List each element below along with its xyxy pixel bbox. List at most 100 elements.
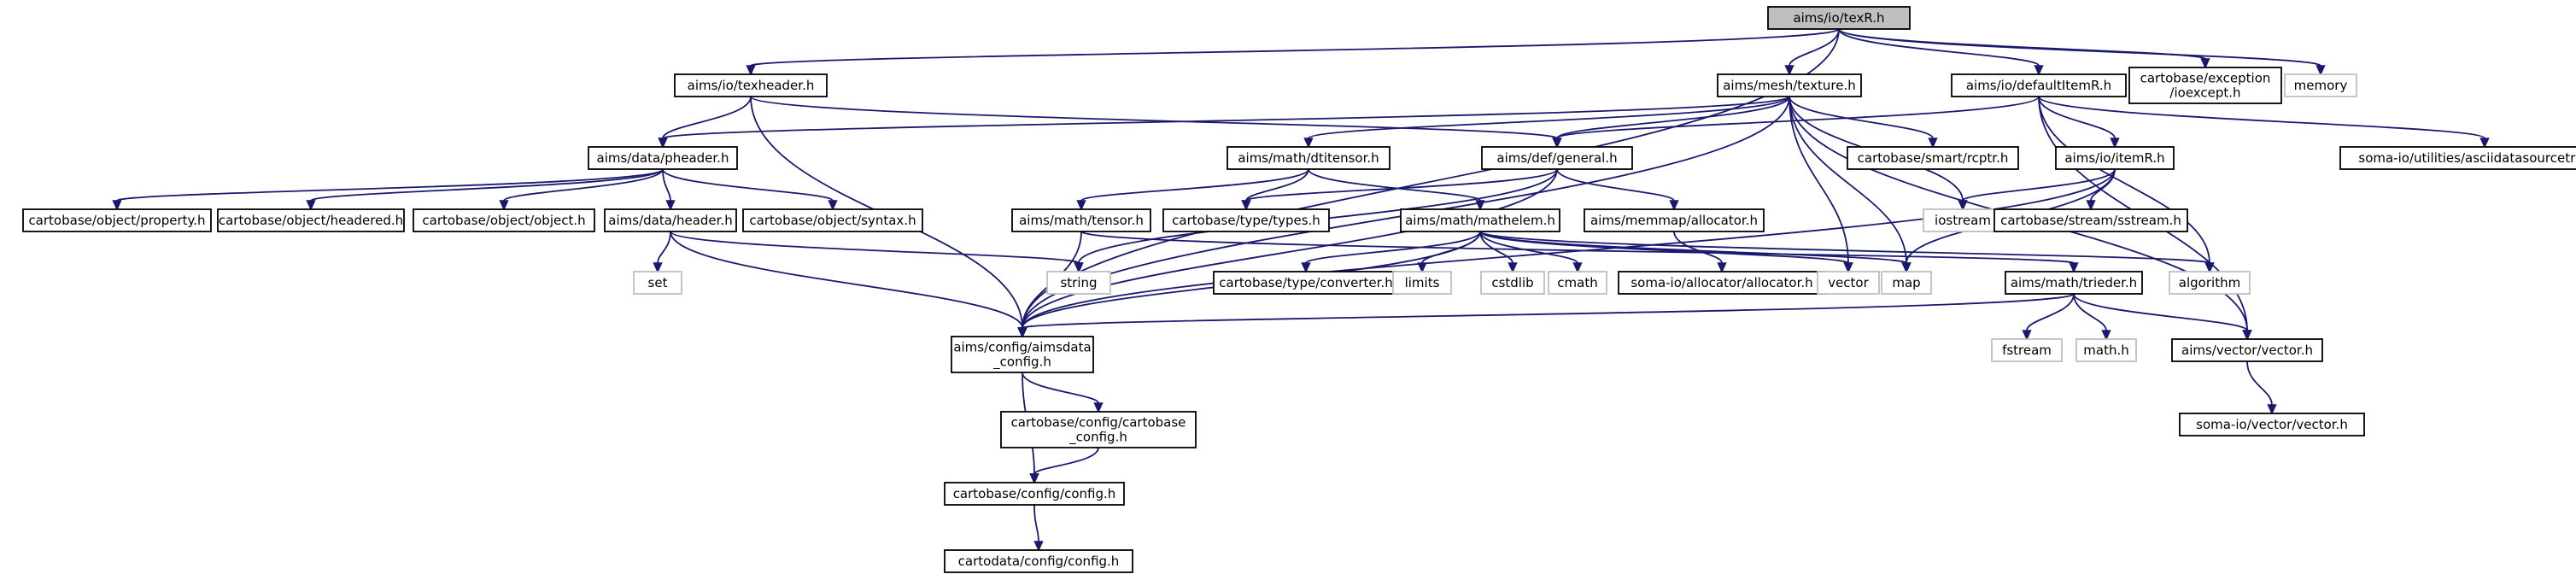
- node-allocator[interactable]: aims/memmap/allocator.h: [1584, 208, 1765, 232]
- node-label: fstream: [2002, 343, 2052, 358]
- node-box: [1618, 271, 1826, 295]
- node-box: [1881, 271, 1932, 295]
- node-mathelem[interactable]: aims/math/mathelem.h: [1400, 208, 1560, 232]
- node-types[interactable]: cartobase/type/types.h: [1162, 208, 1330, 232]
- edge-tensor-to-trieder: [1080, 231, 2079, 273]
- node-label: cartobase/object/headered.h: [219, 213, 403, 228]
- node-iostream: iostream: [1923, 208, 2003, 232]
- node-texture[interactable]: aims/mesh/texture.h: [1717, 73, 1862, 97]
- node-label: soma-io/utilities/asciidatasourcetraits.…: [2358, 150, 2576, 166]
- node-set: set: [633, 271, 682, 295]
- edge-defaultitemr-to-general: [1552, 96, 2040, 149]
- node-label: aims/data/pheader.h: [597, 150, 729, 166]
- arrowhead-icon: [1843, 262, 1853, 273]
- node-aimsdata-config[interactable]: aims/config/aimsdata_config.h: [951, 336, 1094, 373]
- edge-mathelem-to-cmath: [1479, 231, 1583, 273]
- arrowhead-icon: [2101, 330, 2111, 341]
- edge-aimsdata-config-to-cb-config: [1022, 372, 1104, 413]
- arrowhead-icon: [1508, 262, 1518, 273]
- node-defaultitemr[interactable]: aims/io/defaultItemR.h: [1951, 73, 2127, 97]
- edge-line: [1022, 168, 1558, 329]
- edge-line: [1033, 447, 1099, 475]
- edge-line: [1479, 231, 1907, 264]
- node-asciidata[interactable]: soma-io/utilities/asciidatasourcetraits.…: [2339, 146, 2576, 170]
- node-headered[interactable]: cartobase/object/headered.h: [217, 208, 405, 232]
- node-texr[interactable]: aims/io/texR.h: [1767, 6, 1911, 30]
- arrowhead-icon: [1303, 138, 1314, 149]
- node-texheader[interactable]: aims/io/texheader.h: [674, 73, 828, 97]
- node-cb-config[interactable]: cartobase/config/cartobase_config.h: [1000, 411, 1197, 448]
- edge-texture-to-dtitensor: [1303, 96, 1790, 149]
- edge-line: [657, 231, 671, 264]
- arrowhead-icon: [2315, 65, 2326, 76]
- node-soma-alloc[interactable]: soma-io/allocator/allocator.h: [1618, 271, 1826, 295]
- edge-line: [1556, 168, 1675, 202]
- edge-mathelem-to-converter: [1301, 231, 1481, 273]
- node-box: [1717, 73, 1862, 97]
- node-box: [944, 549, 1133, 573]
- node-syntax[interactable]: cartobase/object/syntax.h: [742, 208, 923, 232]
- node-box: [1227, 146, 1390, 170]
- arrowhead-icon: [1017, 327, 1027, 338]
- edge-line: [2026, 293, 2075, 331]
- edge-line: [1838, 28, 2040, 67]
- node-rcptr[interactable]: cartobase/smart/rcptr.h: [1847, 146, 2019, 170]
- node-object[interactable]: cartobase/object/object.h: [413, 208, 595, 232]
- node-label: aims/math/dtitensor.h: [1238, 150, 1379, 166]
- node-box: [2075, 338, 2137, 362]
- node-box: [2128, 67, 2282, 104]
- node-header[interactable]: aims/data/header.h: [604, 208, 737, 232]
- node-box: [1400, 208, 1560, 232]
- arrowhead-icon: [2479, 138, 2490, 149]
- arrowhead-icon: [828, 200, 838, 211]
- edge-line: [1022, 293, 2075, 329]
- arrowhead-icon: [1241, 200, 1251, 211]
- node-general[interactable]: aims/def/general.h: [1481, 146, 1633, 170]
- node-itemr[interactable]: aims/io/itemR.h: [2055, 146, 2175, 170]
- edge-line: [1789, 96, 1849, 264]
- arrowhead-icon: [1901, 262, 1912, 273]
- node-box: [2171, 338, 2323, 362]
- edge-line: [662, 96, 752, 139]
- edge-line: [1789, 96, 1934, 139]
- node-config[interactable]: cartobase/config/config.h: [944, 482, 1125, 506]
- node-somaio-vector[interactable]: soma-io/vector/vector.h: [2179, 413, 2365, 436]
- node-trieder[interactable]: aims/math/trieder.h: [2005, 271, 2143, 295]
- edge-texr-to-memory: [1838, 28, 2326, 76]
- node-map: map: [1881, 271, 1932, 295]
- node-property[interactable]: cartobase/object/property.h: [22, 208, 212, 232]
- edge-pheader-to-object: [499, 168, 664, 211]
- node-label: aims/def/general.h: [1496, 150, 1617, 166]
- arrowhead-icon: [1572, 262, 1583, 273]
- node-string: string: [1046, 271, 1111, 295]
- node-aims-vector[interactable]: aims/vector/vector.h: [2171, 338, 2323, 362]
- node-label: aims/memmap/allocator.h: [1590, 213, 1758, 228]
- node-label: math.h: [2083, 343, 2128, 358]
- graph-nodes: aims/io/texR.h aims/io/texheader.h aims/me…: [22, 6, 2576, 573]
- node-label: cartobase/exception: [2140, 71, 2271, 86]
- node-box: [2339, 146, 2576, 170]
- node-box: [2284, 73, 2357, 97]
- node-cartodata-config[interactable]: cartodata/config/config.h: [944, 549, 1133, 573]
- node-memory: memory: [2284, 73, 2357, 97]
- node-box: [1548, 271, 1607, 295]
- edge-texr-to-texture: [1784, 28, 1840, 76]
- node-converter[interactable]: cartobase/type/converter.h: [1213, 271, 1399, 295]
- node-label: aims/config/aimsdata: [953, 340, 1091, 355]
- node-pheader[interactable]: aims/data/pheader.h: [588, 146, 738, 170]
- node-box: [217, 208, 405, 232]
- node-dtitensor[interactable]: aims/math/dtitensor.h: [1227, 146, 1390, 170]
- node-label: aims/math/tensor.h: [1019, 213, 1144, 228]
- edge-line: [662, 168, 671, 202]
- node-label: cartobase/type/converter.h: [1219, 275, 1392, 290]
- node-box: [1000, 411, 1197, 448]
- node-label: cartobase/config/config.h: [953, 486, 1116, 501]
- node-ioexcept[interactable]: cartobase/exception/ioexcept.h: [2128, 67, 2282, 104]
- arrowhead-icon: [746, 65, 756, 76]
- edge-allocator-to-soma-alloc: [1673, 231, 1727, 273]
- edge-line: [662, 168, 834, 202]
- node-tensor[interactable]: aims/math/tensor.h: [1011, 208, 1151, 232]
- arrowhead-icon: [1417, 262, 1427, 273]
- edge-texr-to-defaultitemr: [1838, 28, 2044, 76]
- node-sstream[interactable]: cartobase/stream/sstream.h: [1993, 208, 2188, 232]
